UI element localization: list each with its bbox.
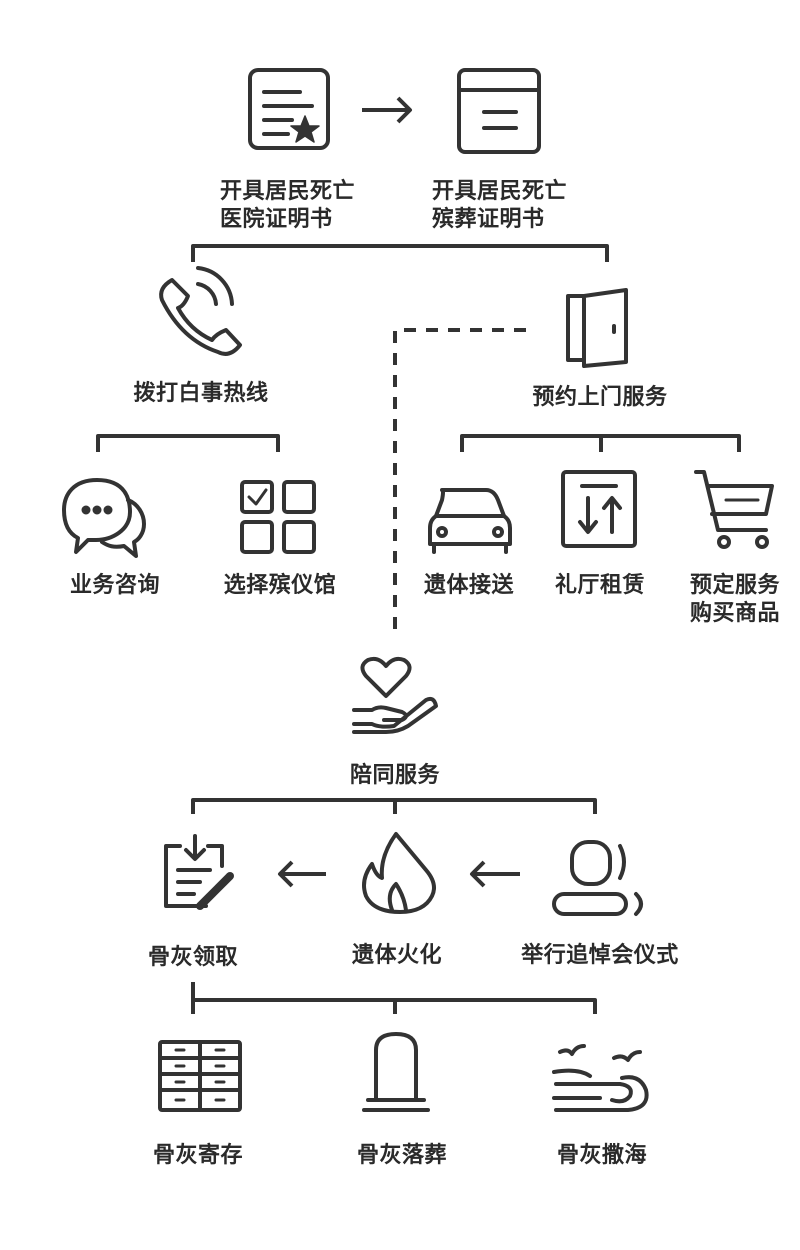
arrow-left-2-head [470, 860, 486, 888]
cabinet-icon [158, 1040, 242, 1112]
phone-icon [159, 266, 242, 356]
hospital-cert-line1: 开具居民死亡 [220, 179, 356, 204]
funeral-cert-line2: 殡葬证明书 [432, 207, 545, 232]
elevator-icon [561, 470, 637, 548]
heart-hand-icon [352, 656, 438, 734]
cart-icon [694, 470, 774, 549]
dashed-link [393, 328, 526, 632]
ash-burial-label: 骨灰落葬 [356, 1143, 448, 1168]
memorial-label: 举行追悼会仪式 [521, 943, 679, 968]
arrow-cert-head [396, 96, 412, 124]
home-service-label: 预约上门服务 [532, 385, 668, 410]
purchase-label: 预定服务 购买商品 [690, 572, 780, 628]
sea-birds-icon [552, 1044, 649, 1112]
checklist-grid-icon [240, 480, 316, 554]
transport-label: 遗体接送 [423, 573, 515, 598]
flame-icon [362, 832, 436, 914]
certificate-icon [248, 68, 330, 150]
funeral-cert-line1: 开具居民死亡 [432, 179, 568, 204]
hotline-label: 拨打白事热线 [133, 381, 269, 406]
arrow-left-1-head [278, 860, 294, 888]
bracket-top [191, 244, 609, 262]
ash-collect-label: 骨灰领取 [147, 945, 239, 970]
document-icon [457, 68, 541, 154]
escort-label: 陪同服务 [349, 763, 441, 788]
choose-home-label: 选择殡仪馆 [223, 573, 337, 598]
funeral-cert-label: 开具居民死亡 殡葬证明书 [432, 178, 567, 234]
door-icon [566, 288, 628, 368]
bracket-hotline [96, 434, 280, 452]
connectors [96, 96, 741, 1014]
hospital-cert-line2: 医院证明书 [220, 207, 333, 232]
tombstone-icon [362, 1032, 430, 1112]
hospital-cert-label: 开具居民死亡 医院证明书 [220, 178, 355, 234]
cremation-label: 遗体火化 [351, 943, 443, 968]
consult-label: 业务咨询 [69, 573, 161, 598]
purchase-line1: 预定服务 [690, 573, 781, 598]
sign-form-icon [164, 834, 234, 910]
people-icon [552, 840, 643, 916]
car-icon [428, 488, 512, 554]
hall-rental-label: 礼厅租赁 [554, 573, 646, 598]
ash-storage-label: 骨灰寄存 [152, 1143, 244, 1168]
purchase-line2: 购买商品 [690, 601, 781, 626]
chat-icon [62, 478, 146, 558]
ash-sea-label: 骨灰撒海 [556, 1143, 648, 1168]
